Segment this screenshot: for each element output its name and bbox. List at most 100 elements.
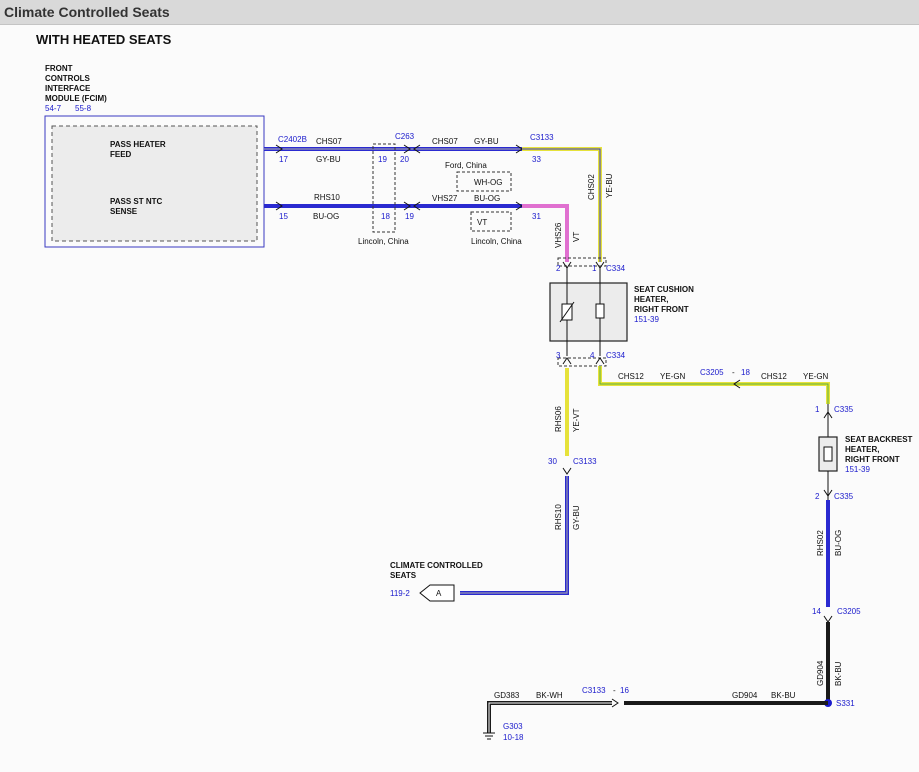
pin-3-c334: 3 (556, 351, 561, 360)
option-lincoln-china-a: Lincoln, China (358, 237, 409, 246)
ground-g303[interactable]: G303 (503, 722, 523, 731)
wire-chs12[interactable] (598, 366, 830, 404)
arrow-c334-pin3 (562, 357, 572, 365)
fcim-label-3: INTERFACE (45, 84, 91, 93)
connector-c334-bottom[interactable]: C334 (606, 351, 626, 360)
wire-gd383[interactable] (487, 701, 612, 733)
connector-c3133-top[interactable]: C3133 (530, 133, 554, 142)
backrest-ref[interactable]: 151-39 (845, 465, 870, 474)
option-whog: WH-OG (474, 178, 502, 187)
arrow-c263-bottom (413, 201, 421, 211)
ground-ref[interactable]: 10-18 (503, 733, 524, 742)
wire-rhs10-vertical[interactable] (460, 476, 569, 595)
arrow-c334-pin2 (562, 261, 572, 269)
ccs-ref[interactable]: 119-2 (390, 589, 410, 598)
pin-30: 30 (548, 457, 557, 466)
connector-c335-top[interactable]: C335 (834, 405, 854, 414)
whog-option-box (456, 171, 512, 192)
c334-top-connector[interactable] (557, 257, 607, 267)
fcim-label-4: MODULE (FCIM) (45, 94, 107, 103)
wire-label-chs07-b: CHS07 (432, 137, 458, 146)
diagram-subtitle: WITH HEATED SEATS (36, 32, 172, 47)
arrow-c263-top-b (403, 144, 411, 154)
wire-label-gybu-a: GY-BU (316, 155, 341, 164)
arrow-c3205-pin14 (823, 615, 833, 623)
backrest-label-3: RIGHT FRONT (845, 455, 900, 464)
title-bar: Climate Controlled Seats (0, 0, 919, 25)
connector-c2402b[interactable]: C2402B (278, 135, 307, 144)
wire-label-yevt: YE-VT (572, 408, 581, 432)
wire-label-rhs02: RHS02 (816, 530, 825, 556)
wire-label-buog-b: BU-OG (474, 194, 500, 203)
arrow-c3205-mid (733, 379, 741, 389)
pin-33: 33 (532, 155, 541, 164)
backrest-label-1: SEAT BACKREST (845, 435, 913, 444)
connector-c263[interactable]: C263 (395, 132, 415, 141)
pin-1-c334: 1 (592, 264, 597, 273)
c334-bottom-connector[interactable] (557, 357, 607, 367)
fcim-label-1: FRONT (45, 64, 73, 73)
pin-17: 17 (279, 155, 288, 164)
pin-16: 16 (620, 686, 629, 695)
wire-label-vhs27: VHS27 (432, 194, 458, 203)
option-vt: VT (477, 218, 487, 227)
pin-31: 31 (532, 212, 541, 221)
pin-19-bottom: 19 (405, 212, 414, 221)
arrow-c334-pin4 (595, 357, 605, 365)
pin-4-c334: 4 (590, 351, 595, 360)
seat-backrest-heater[interactable] (818, 436, 838, 472)
arrow-c334-pin1 (595, 261, 605, 269)
connector-c3133-mid[interactable]: C3133 (573, 457, 597, 466)
dash-c3133-bottom: - (613, 686, 616, 695)
fcim-label-2: CONTROLS (45, 74, 91, 83)
arrow-c263-bottom-b (403, 201, 411, 211)
wire-label-bkbu-h: BK-BU (771, 691, 796, 700)
seat-cushion-heater[interactable] (549, 268, 628, 356)
wire-label-gd904-h: GD904 (732, 691, 758, 700)
ccs-reference-connector[interactable] (419, 584, 455, 602)
connector-c334-top[interactable]: C334 (606, 264, 626, 273)
pin-19-top: 19 (378, 155, 387, 164)
arrow-c335-pin2 (823, 489, 833, 497)
wire-label-chs12-a: CHS12 (618, 372, 644, 381)
cushion-label-2: HEATER, (634, 295, 669, 304)
pin-14: 14 (812, 607, 821, 616)
pass-heater-feed-label-2: FEED (110, 150, 132, 159)
wire-label-gybu-b: GY-BU (474, 137, 499, 146)
fcim-module[interactable] (44, 115, 265, 248)
wire-vhs26[interactable] (522, 204, 569, 262)
connector-c3133-bottom[interactable]: C3133 (582, 686, 606, 695)
wire-label-rhs10-v: RHS10 (554, 504, 563, 530)
wire-chs02[interactable] (522, 147, 602, 262)
c263-connector[interactable] (372, 143, 396, 233)
pin-15: 15 (279, 212, 288, 221)
connector-c3205-low[interactable]: C3205 (837, 607, 861, 616)
page-title: Climate Controlled Seats (4, 4, 170, 20)
arrow-c263-top (413, 144, 421, 154)
wire-label-vhs26: VHS26 (554, 222, 563, 248)
arrow-c3133-pin30 (562, 467, 572, 475)
ccs-label-1: CLIMATE CONTROLLED (390, 561, 483, 570)
wire-label-yegn-b: YE-GN (803, 372, 829, 381)
fcim-ref-2[interactable]: 55-8 (75, 104, 92, 113)
wire-label-rhs06: RHS06 (554, 406, 563, 432)
pin-2-c335: 2 (815, 492, 820, 501)
pin-18-c3205: 18 (741, 368, 750, 377)
backrest-label-2: HEATER, (845, 445, 880, 454)
dash-c3205-mid: - (732, 368, 735, 377)
pin-1-c335: 1 (815, 405, 820, 414)
cushion-ref[interactable]: 151-39 (634, 315, 659, 324)
pin-2-c334: 2 (556, 264, 561, 273)
ccs-label-2: SEATS (390, 571, 417, 580)
arrow-c335-pin1 (823, 411, 833, 419)
wire-label-bkwh: BK-WH (536, 691, 563, 700)
pass-heater-feed-label-1: PASS HEATER (110, 140, 166, 149)
fcim-ref-1[interactable]: 54-7 (45, 104, 62, 113)
connector-c335-bottom[interactable]: C335 (834, 492, 854, 501)
vt-option-box (470, 211, 512, 232)
connector-s331[interactable]: S331 (836, 699, 855, 708)
wire-label-yegn-a: YE-GN (660, 372, 686, 381)
connector-c3205-mid[interactable]: C3205 (700, 368, 724, 377)
option-ford-china: Ford, China (445, 161, 487, 170)
pass-st-ntc-label-1: PASS ST NTC (110, 197, 163, 206)
